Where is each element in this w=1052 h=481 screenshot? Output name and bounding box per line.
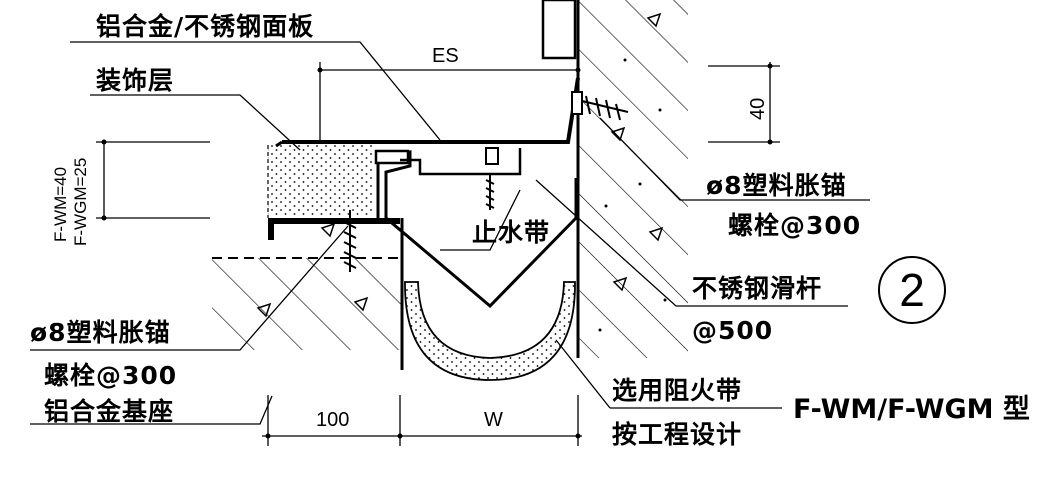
firestop-band xyxy=(404,281,576,381)
right-wall xyxy=(541,0,688,358)
right-anchor-bolt-label: ø8塑料胀锚 xyxy=(706,171,847,200)
aluminum-base xyxy=(268,218,400,240)
left-anchor-bolt-label: ø8塑料胀锚 xyxy=(30,318,171,347)
finish-layer-label: 装饰层 xyxy=(96,66,175,95)
gap-width-dimension-label: W xyxy=(484,409,503,431)
firestop-design-label: 按工程设计 xyxy=(612,420,743,449)
type-title: F-WM/F-WGM 型 xyxy=(793,394,1030,425)
waterstop-label: 止水带 xyxy=(472,218,551,247)
slide-rod-label: 不锈钢滑杆 xyxy=(692,274,823,303)
height-40-dimension-label: 40 xyxy=(747,97,769,120)
aluminum-base-label: 铝合金基座 xyxy=(44,397,175,426)
waterstop xyxy=(384,172,578,309)
f-wgm-dimension-label: F-WGM=25 xyxy=(71,157,90,246)
detail-number-badge: 2 xyxy=(878,256,946,324)
f-wm-dimension-label: F-WM=40 xyxy=(51,166,70,242)
anchor-bolts xyxy=(343,91,629,272)
firestop-label: 选用阻火带 xyxy=(612,376,743,405)
panel-label: 铝合金/不锈钢面板 xyxy=(96,12,315,41)
left-anchor-bolt-spacing-label: 螺栓@300 xyxy=(44,361,178,390)
right-anchor-bolt-spacing-label: 螺栓@300 xyxy=(728,211,862,240)
left-floor-slab xyxy=(212,218,404,370)
base-width-dimension-label: 100 xyxy=(316,409,350,431)
slide-rod-spacing-label: @500 xyxy=(692,316,774,345)
finish-layer xyxy=(268,145,374,215)
es-dimension-label: ES xyxy=(432,45,459,67)
